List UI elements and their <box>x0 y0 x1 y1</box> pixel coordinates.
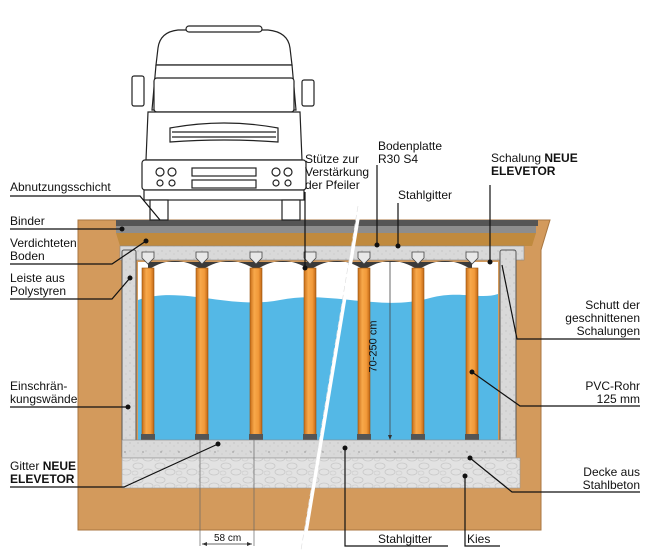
label-binder: Binder <box>10 214 45 228</box>
label-line: Leiste aus <box>10 271 65 285</box>
leader-lines <box>10 165 640 547</box>
compacted-soil <box>116 233 536 246</box>
pillar-foot <box>411 434 425 440</box>
label-line: Verdichteten <box>10 236 77 250</box>
pillar <box>303 267 317 437</box>
pillar-foot <box>141 434 155 440</box>
dimension-label-spacing: 58 cm <box>214 533 242 544</box>
pillar-foot <box>195 434 209 440</box>
pillar-foot <box>249 434 263 440</box>
dimension-label-height: 70-250 cm <box>367 320 380 373</box>
formwork-arch <box>418 261 472 270</box>
label-steel-mesh-top: Stahlgitter <box>398 188 453 202</box>
label-gravel: Kies <box>467 532 491 546</box>
brand-name: NEUE <box>544 151 578 165</box>
label-line: Stütze zur <box>305 152 360 166</box>
pillar-foot <box>303 434 317 440</box>
formwork-arch <box>202 261 256 270</box>
pillars <box>141 267 479 440</box>
label-line: kungswände <box>10 392 78 406</box>
pillar-cap <box>249 251 263 265</box>
label-steel-mesh-bottom: Stahlgitter <box>378 532 433 546</box>
formwork-arch <box>148 261 202 270</box>
pillar <box>465 267 479 437</box>
pillar <box>249 267 263 437</box>
brand-name: NEUE <box>42 459 77 473</box>
dimension-height <box>388 262 392 440</box>
label-line: der Pfeiler <box>305 178 360 192</box>
label-line: Schutt der <box>585 298 640 312</box>
label-line: Gitter <box>10 459 40 473</box>
label-line: Schalungen <box>576 324 640 338</box>
void-fill <box>138 294 498 440</box>
pillar <box>195 267 209 437</box>
break-line <box>300 205 362 551</box>
truck-icon <box>131 25 315 221</box>
formwork-arches <box>141 251 479 270</box>
pillar-foot <box>465 434 479 440</box>
pillar <box>141 267 155 437</box>
pillar-cap <box>195 251 209 265</box>
dimension-58cm <box>199 440 255 546</box>
label-line: Polystyren <box>10 284 67 298</box>
pillar <box>411 267 425 437</box>
pillar-cap <box>465 251 479 265</box>
label-line: PVC-Rohr <box>585 379 640 393</box>
pillar-foot <box>357 434 371 440</box>
pillar-cap <box>141 251 155 265</box>
label-line: Decke aus <box>583 465 640 479</box>
formwork-arch <box>364 261 418 270</box>
brand-name: ELEVETOR <box>491 164 556 178</box>
formwork-arch <box>256 261 310 270</box>
label-line: R30 S4 <box>378 152 419 166</box>
label-line: 125 mm <box>596 392 640 406</box>
binder-layer <box>116 226 536 233</box>
pillar-cap <box>303 251 317 265</box>
label-line: Boden <box>10 249 45 263</box>
label-line: Einschrän- <box>10 379 68 393</box>
label-wear-layer: Abnutzungsschicht <box>10 180 111 194</box>
gravel-layer <box>121 457 521 489</box>
wear-layer <box>116 220 538 226</box>
base-slab <box>119 245 525 261</box>
label-line: Bodenplatte <box>378 139 443 153</box>
pillar-cap <box>357 251 371 265</box>
label-line: Stahlbeton <box>582 478 640 492</box>
leader-dots <box>119 226 493 479</box>
label-line: Schalung <box>491 151 542 165</box>
label-containment-walls: Einschrän-kungswände <box>10 380 77 406</box>
label-line: Verstärkung <box>305 165 370 179</box>
containment-wall-right <box>499 249 517 459</box>
containment-wall-left <box>121 249 137 459</box>
pillar-cap <box>411 251 425 265</box>
label-line: geschnittenen <box>565 311 640 325</box>
brand-name: ELEVETOR <box>10 472 75 486</box>
